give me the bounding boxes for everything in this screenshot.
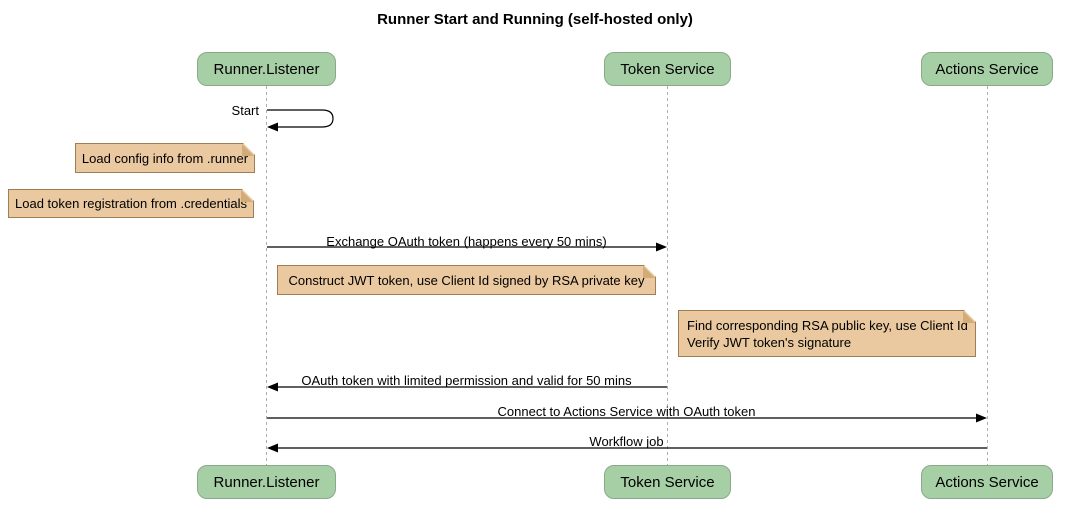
- message-workflow-arrowhead: [267, 443, 278, 453]
- note-find-rsa: Find corresponding RSA public key, use C…: [678, 310, 976, 357]
- participant-token-service-top: Token Service: [604, 52, 731, 86]
- note-load-credentials: Load token registration from .credential…: [8, 189, 254, 218]
- participant-runner-listener-bottom: Runner.Listener: [197, 465, 336, 499]
- message-label-workflow: Workflow job: [589, 434, 664, 449]
- self-message-start-arrowhead: [267, 122, 278, 132]
- participant-actions-service-bottom: Actions Service: [921, 465, 1053, 499]
- note-find-rsa-line2: Verify JWT token's signature: [687, 334, 852, 350]
- participant-token-service-bottom: Token Service: [604, 465, 731, 499]
- participant-runner-listener-top: Runner.Listener: [197, 52, 336, 86]
- self-message-start-line: [267, 109, 334, 128]
- diagram-title: Runner Start and Running (self-hosted on…: [377, 11, 693, 28]
- message-label-connect: Connect to Actions Service with OAuth to…: [497, 404, 756, 419]
- message-label-oauth-return: OAuth token with limited permission and …: [301, 373, 632, 388]
- message-label-exchange: Exchange OAuth token (happens every 50 m…: [326, 234, 607, 249]
- message-connect-arrowhead: [976, 413, 987, 423]
- note-construct-jwt: Construct JWT token, use Client Id signe…: [277, 265, 656, 295]
- message-oauth-return-arrowhead: [267, 382, 278, 392]
- message-label-start: Start: [231, 103, 259, 118]
- note-find-rsa-line1: Find corresponding RSA public key, use C…: [687, 317, 968, 333]
- participant-actions-service-top: Actions Service: [921, 52, 1053, 86]
- message-exchange-arrowhead: [656, 242, 667, 252]
- note-load-config: Load config info from .runner: [75, 143, 255, 173]
